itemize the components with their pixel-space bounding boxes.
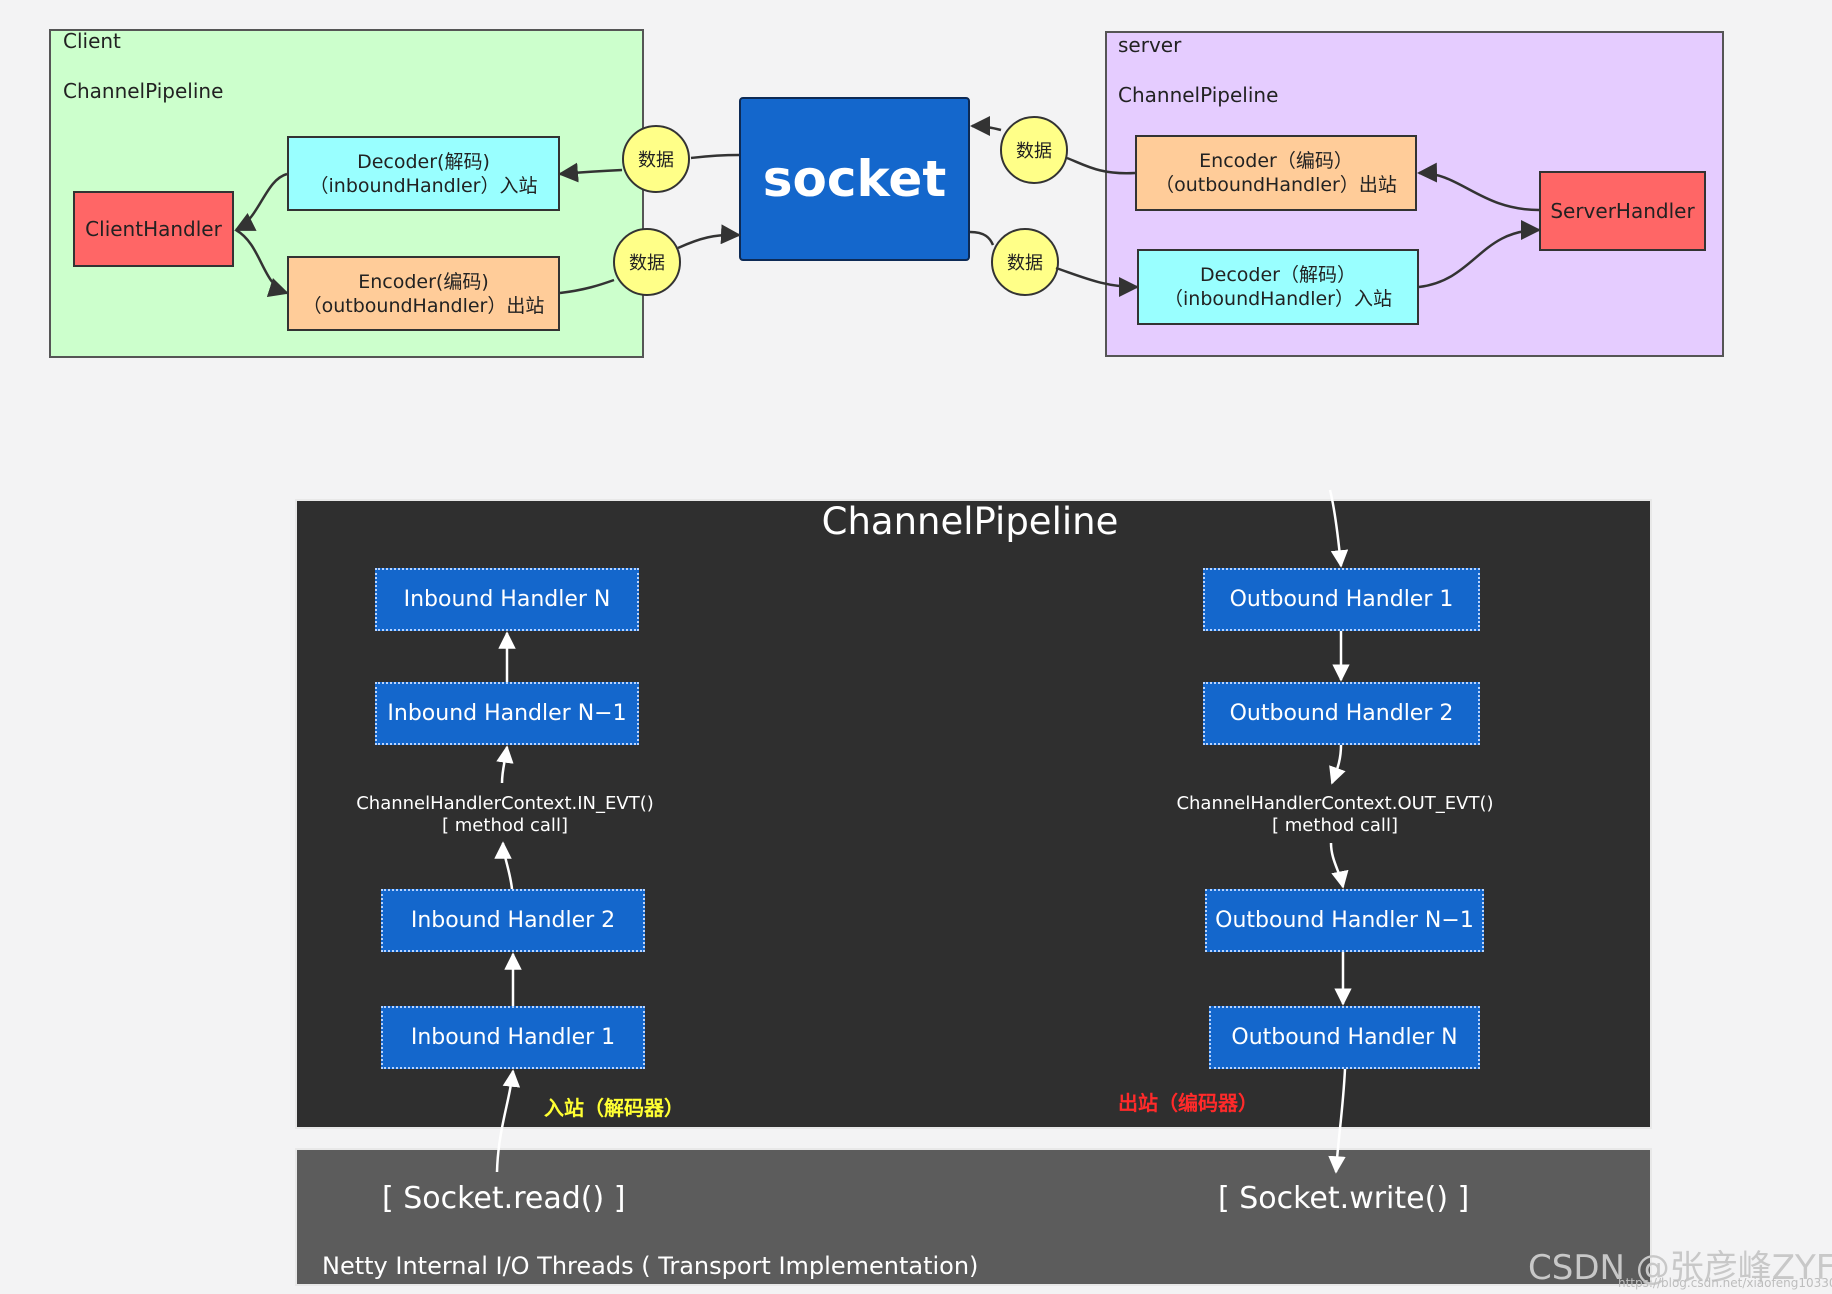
- client-bubble-to-socket: [677, 224, 741, 250]
- client-encoder: Encoder(编码) （outboundHandler）出站: [287, 256, 560, 331]
- inbound-context-note: [ method call]: [442, 815, 568, 836]
- inbound-context-call: ChannelHandlerContext.IN_EVT() [ method …: [340, 793, 670, 837]
- outbound-handler-1: Outbound Handler 1: [1203, 568, 1480, 631]
- socket-block: socket: [739, 97, 970, 261]
- socket-read-label: [ Socket.read() ]: [382, 1181, 626, 1216]
- server-handler-to-encoder: [1417, 162, 1540, 212]
- client-pipeline-label: ChannelPipeline: [63, 79, 224, 103]
- inbound-handler-2: Inbound Handler 2: [381, 889, 645, 952]
- outbound-handler-n: Outbound Handler N: [1209, 1006, 1480, 1069]
- outbound-arrow-entry: [1328, 489, 1349, 568]
- server-encoder-to-bubble: [1066, 156, 1136, 175]
- outbound-context-method: ChannelHandlerContext.OUT_EVT(): [1176, 793, 1494, 814]
- outbound-arrow-2-to-ctx: [1329, 744, 1346, 785]
- client-decoder: Decoder(解码) （inboundHandler）入站: [287, 136, 560, 211]
- server-decoder-to-handler: [1418, 220, 1541, 289]
- client-data-bubble-out: 数据: [613, 228, 681, 296]
- server-data-bubble-in: 数据: [991, 228, 1059, 296]
- outbound-arrow-n-to-write: [1328, 1068, 1347, 1174]
- client-handler: ClientHandler: [73, 191, 234, 267]
- inbound-handler-1: Inbound Handler 1: [381, 1006, 645, 1069]
- outbound-context-call: ChannelHandlerContext.OUT_EVT() [ method…: [1170, 793, 1500, 837]
- outbound-encoder-label: 出站（编码器）: [1118, 1091, 1258, 1115]
- inbound-arrow-read-to-1: [495, 1069, 521, 1173]
- outbound-handler-n-1: Outbound Handler N−1: [1205, 889, 1484, 952]
- watermark-url: https://blog.csdn.net/xiaofeng10330111: [1618, 1276, 1832, 1290]
- client-handler-to-encoder: [235, 228, 289, 298]
- socket-to-client-bubble: [690, 153, 740, 160]
- inbound-context-method: ChannelHandlerContext.IN_EVT(): [356, 793, 654, 814]
- client-label: Client: [63, 29, 121, 53]
- server-label: server: [1118, 33, 1182, 57]
- server-pipeline-label: ChannelPipeline: [1118, 83, 1279, 107]
- server-encoder: Encoder（编码） （outboundHandler）出站: [1135, 135, 1417, 211]
- inbound-handler-n: Inbound Handler N: [375, 568, 639, 631]
- client-data-bubble-in: 数据: [622, 125, 690, 193]
- inbound-decoder-label: 入站（解码器）: [544, 1096, 684, 1120]
- outbound-arrow-ctx-to-n1: [1329, 842, 1349, 889]
- server-bubble-to-decoder: [1055, 266, 1139, 297]
- client-encoder-to-bubble: [559, 278, 615, 295]
- server-bubble-to-socket: [970, 116, 1002, 137]
- server-data-bubble-out: 数据: [1000, 116, 1068, 184]
- inbound-handler-n-1: Inbound Handler N−1: [375, 682, 639, 745]
- socket-to-server-bubble: [969, 230, 995, 246]
- socket-write-label: [ Socket.write() ]: [1218, 1181, 1470, 1216]
- server-handler: ServerHandler: [1539, 171, 1706, 251]
- inbound-arrow-2-to-ctx: [494, 841, 514, 890]
- outbound-context-note: [ method call]: [1272, 815, 1398, 836]
- transport-panel: [295, 1148, 1652, 1286]
- decoder-to-client-handler: [234, 172, 288, 232]
- csdn-watermark: CSDN @张彦峰ZYF: [1528, 1248, 1832, 1288]
- outbound-handler-2: Outbound Handler 2: [1203, 682, 1480, 745]
- pipeline-title: ChannelPipeline: [821, 500, 1119, 543]
- io-threads-label: Netty Internal I/O Threads ( Transport I…: [322, 1252, 979, 1280]
- inbound-arrow-ctx-to-n1: [496, 745, 514, 784]
- client-bubble-to-decoder: [558, 162, 623, 183]
